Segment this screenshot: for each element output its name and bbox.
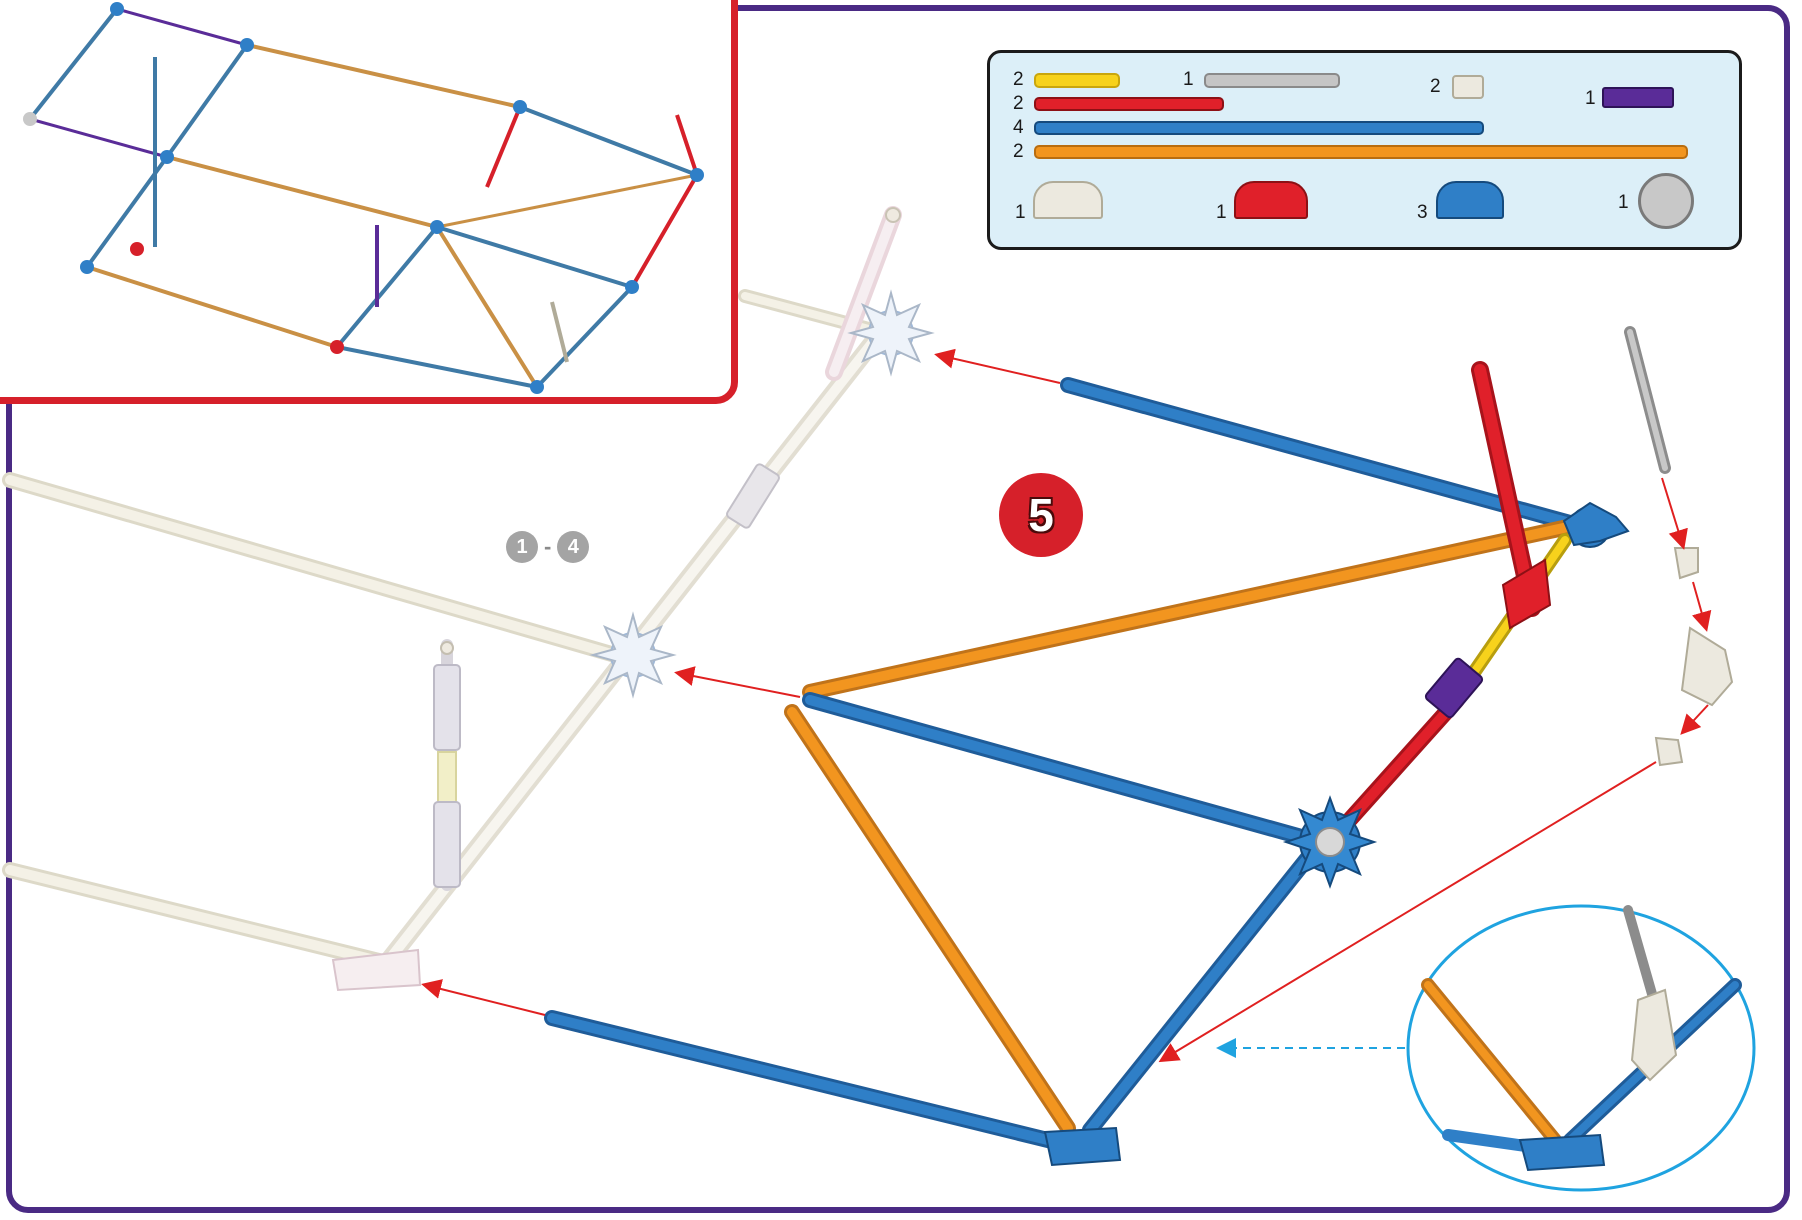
instruction-page-frame [6,5,1790,1213]
part-qty-gray-full-connector: 1 [1618,192,1629,213]
part-qty-red-rod: 2 [1013,93,1024,114]
parts-list: 2 1 2 1 2 4 2 1 1 3 1 [987,50,1742,250]
part-qty-gray-rod: 1 [1183,69,1194,90]
part-qty-orange-rod: 2 [1013,141,1024,162]
part-qty-yellow-rod: 2 [1013,69,1024,90]
connector-icon [1602,87,1674,108]
assembly-arrows [421,348,1712,1063]
overview-inset [0,0,738,404]
connector-icon [1452,75,1484,99]
rod-icon [1034,73,1120,88]
previous-step-separator: - [544,534,552,559]
previous-step-end: 4 [557,531,590,563]
magnifier-callout-icon [1406,904,1756,1192]
part-qty-blue-rod: 4 [1013,117,1024,138]
previous-steps-label: 1 - 4 [506,531,590,563]
connector-icon [1234,181,1308,219]
part-qty-blue-half-connector: 3 [1417,202,1428,223]
previous-structure [2,206,932,992]
step-number-badge: 5 [999,473,1083,557]
part-qty-purple-connector: 1 [1585,88,1596,109]
rod-icon [1204,73,1340,88]
connector-icon [1033,181,1103,219]
part-qty-red-half-connector: 1 [1216,202,1227,223]
previous-step-start: 1 [506,531,538,563]
rod-icon [1034,121,1484,135]
rod-icon [1034,97,1224,111]
new-parts [544,326,1734,1167]
overview-diagram [23,2,704,394]
connector-icon [1436,181,1504,219]
part-qty-white-half-connector: 1 [1015,202,1026,223]
rod-icon [1034,145,1688,159]
connector-icon [1638,173,1694,229]
part-qty-white-clip-connector: 2 [1430,76,1441,97]
